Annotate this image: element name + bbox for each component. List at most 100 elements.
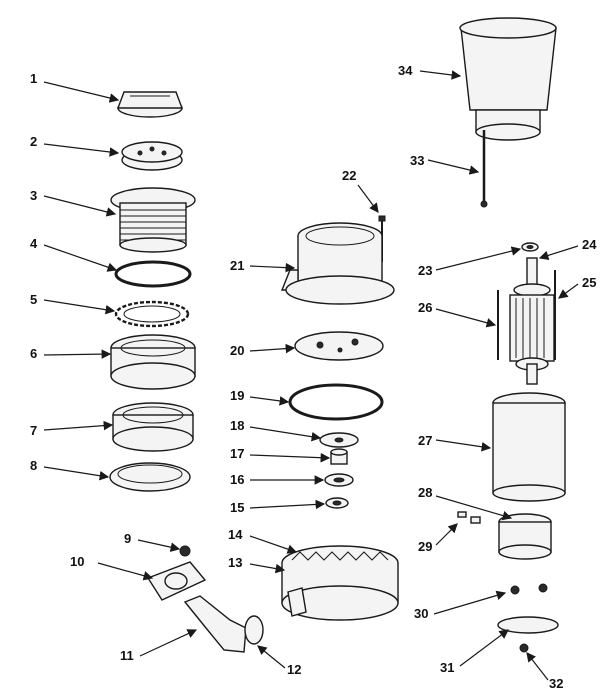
callout-label-18: 18 [230,418,244,433]
leader-arrow-19 [249,396,290,406]
callout-label-7: 7 [30,423,37,438]
callout-label-9: 9 [124,531,131,546]
callout-18: 18 [230,418,322,442]
leader-arrow-11 [139,629,198,657]
leader-arrow-23 [435,246,522,271]
leader-arrow-22 [357,184,379,213]
callout-29: 29 [418,523,458,554]
part-34-shroud [459,17,557,141]
leader-arrow-28 [435,495,513,521]
callout-label-23: 23 [418,263,432,278]
leader-arrow-34 [419,70,462,80]
callout-label-5: 5 [30,292,37,307]
callout-6: 6 [30,346,112,361]
part-6-mounting-ring [110,334,196,390]
leader-arrow-6 [43,349,112,359]
callout-10: 10 [70,554,154,581]
callout-label-3: 3 [30,188,37,203]
leader-arrow-10 [97,562,154,581]
callout-label-16: 16 [230,472,244,487]
callout-13: 13 [228,555,286,574]
part-11-discharge-tube [183,595,247,653]
callout-label-4: 4 [30,236,38,251]
part-26-rotor [509,257,555,385]
callout-27: 27 [418,433,492,452]
leader-arrow-31 [459,629,509,667]
part-31-cover-plate [497,616,559,634]
callout-24: 24 [538,237,597,261]
leader-arrow-21 [249,262,296,273]
callout-30: 30 [414,590,507,621]
callout-label-17: 17 [230,446,244,461]
part-15-seal [325,497,349,509]
part-16-bearing [324,473,354,487]
callout-25: 25 [558,275,596,299]
leader-arrow-9 [137,539,181,552]
part-13-14-lower-housing [281,545,399,621]
callout-15: 15 [230,499,326,515]
callout-label-15: 15 [230,500,244,515]
callout-5: 5 [30,292,116,315]
callout-label-13: 13 [228,555,242,570]
part-8-cushion-mount [109,462,191,492]
callout-label-20: 20 [230,343,244,358]
part-3-sink-flange [110,187,196,253]
part-32-cap [519,643,529,653]
part-1-stopper [116,91,184,118]
callout-1: 1 [30,71,120,103]
callout-20: 20 [230,343,296,358]
callout-label-14: 14 [228,527,243,542]
callout-label-30: 30 [414,606,428,621]
callout-label-27: 27 [418,433,432,448]
leader-arrow-32 [526,652,549,681]
callout-label-11: 11 [120,648,134,663]
callout-label-31: 31 [440,660,454,675]
part-27-stator-housing [492,392,566,502]
leader-arrow-4 [43,244,118,272]
part-17-sleeve [330,448,348,465]
callout-28: 28 [418,485,513,521]
part-23-washer [521,242,539,252]
callout-label-25: 25 [582,275,596,290]
part-4-gasket [114,260,192,288]
callout-12: 12 [257,645,301,677]
callout-label-32: 32 [549,676,563,691]
leader-arrow-2 [43,143,120,157]
part-25-through-bolts [497,270,556,360]
callout-label-28: 28 [418,485,432,500]
leader-arrow-8 [43,466,110,481]
callout-23: 23 [418,246,522,278]
part-2-ring [121,141,183,171]
callout-label-12: 12 [287,662,301,677]
callout-3: 3 [30,188,117,217]
leader-arrow-33 [427,159,480,175]
leader-arrow-27 [435,439,492,452]
part-7-lower-mount-ring [112,402,194,452]
callout-layer: 1234567891011121314151617181920212223242… [30,63,597,691]
part-5-backup-ring [114,300,190,328]
part-21-upper-housing [280,222,395,305]
part-28-end-bell [498,513,552,560]
callout-21: 21 [230,258,296,273]
part-19-o-ring [288,383,384,421]
callout-label-1: 1 [30,71,37,86]
leader-arrow-26 [435,308,497,328]
callout-4: 4 [30,236,118,272]
callout-label-24: 24 [582,237,597,252]
callout-label-33: 33 [410,153,424,168]
leader-arrow-13 [249,563,286,574]
callout-label-6: 6 [30,346,37,361]
part-33-bolt [480,130,488,208]
callout-14: 14 [228,527,298,554]
callout-32: 32 [526,652,563,691]
callout-11: 11 [120,629,198,663]
leader-arrow-15 [249,499,326,510]
callout-label-26: 26 [418,300,432,315]
callout-label-19: 19 [230,388,244,403]
callout-19: 19 [230,388,290,406]
callout-34: 34 [398,63,462,80]
leader-arrow-25 [558,283,579,299]
callout-31: 31 [440,629,509,675]
callout-label-22: 22 [342,168,356,183]
